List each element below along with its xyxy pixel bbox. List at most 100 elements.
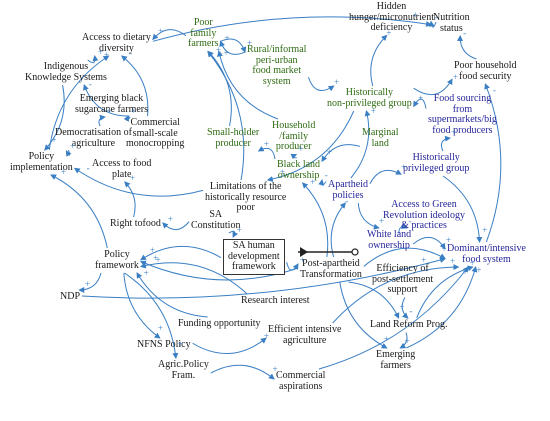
edge-limitations-to-poor_farmers: [207, 50, 245, 181]
edge-sign: +: [152, 253, 159, 264]
node-nfns: NFNS Policy: [137, 339, 191, 350]
edge-apartheid-to-hist_nonpriv: [350, 110, 371, 179]
edge-land_reform-to-dominant: [416, 265, 474, 319]
edge-sign: +: [451, 127, 457, 138]
edge-household-to-poor_farmers: [217, 50, 279, 120]
edge-nfns-to-efficient_ag: [192, 337, 267, 354]
edge-sign: -: [434, 12, 438, 23]
edge-iks-to-dietary: [87, 55, 99, 64]
edge-sign: +: [247, 38, 253, 49]
edge-sign: -: [86, 163, 90, 174]
node-right_food: Right tofood: [110, 218, 161, 229]
edge-policy_impl-to-dietary: [48, 55, 110, 151]
edge-post_apartheid-to-land_reform: [348, 281, 400, 319]
edge-smallholder-to-poor_farmers: [207, 50, 232, 127]
edge-sign: +: [469, 257, 475, 268]
edge-sign: +: [450, 256, 456, 267]
edge-sign: -: [345, 195, 349, 206]
edge-post_apartheid-to-dominant: [363, 247, 446, 267]
edge-sign: -: [492, 84, 496, 95]
edge-apartheid-to-black_land: [318, 179, 327, 186]
edge-sign: +: [167, 214, 173, 225]
edge-supermarket-to-hist_nonpriv: [413, 98, 427, 109]
edge-commercial_asp-to-dominant: [318, 266, 469, 370]
edge-land_reform-to-emerging_farmers: [399, 332, 408, 349]
edge-dominant-to-poor_food_sec: [484, 83, 502, 243]
edge-hist_priv-to-supermarket: [440, 135, 451, 152]
edge-hist_nonpriv-to-poor_food_sec: [413, 78, 453, 96]
edge-sign: +: [421, 255, 427, 266]
edge-efficient_ag-to-dominant: [332, 264, 460, 324]
edge-sign: +: [106, 106, 112, 117]
edge-sign: +: [378, 216, 384, 227]
edge-post_apartheid-to-emerging_farmers: [339, 281, 388, 349]
edge-right_food-to-access_plate: [124, 181, 136, 218]
edge-white_land-to-dominant: [412, 236, 446, 250]
edge-sign: +: [149, 244, 155, 255]
edge-hist_nonpriv-to-limitations: [266, 110, 355, 182]
edge-sign: +: [476, 264, 482, 275]
edge-sign: +: [60, 167, 66, 178]
edge-sa_const-to-sa_hdf: [228, 230, 238, 238]
edge-sign: +: [482, 224, 488, 235]
edge-research-to-policy_fw: [139, 262, 248, 295]
edge-sign: +: [452, 72, 458, 83]
edge-ndp-to-dominant: [81, 257, 446, 299]
edge-sign: +: [236, 224, 242, 235]
edge-sign: +: [370, 105, 376, 116]
edge-sign: +: [155, 255, 161, 266]
edge-sign: +: [445, 234, 452, 245]
edge-sign: -: [408, 216, 412, 227]
edge-apartheid-to-white_land: [357, 202, 380, 230]
edge-policy_fw-to-ndp: [78, 272, 102, 293]
edge-sign: +: [143, 268, 149, 279]
edge-rural_market-to-hist_nonpriv: [307, 76, 335, 92]
edge-commercial_mono-to-dietary: [121, 55, 149, 117]
edge-sign: -: [88, 78, 92, 89]
edge-sign: +: [97, 46, 104, 57]
edge-sign: +: [462, 267, 468, 278]
edge-poor_farmers-to-dietary: [152, 29, 187, 41]
edge-sign: +: [217, 49, 223, 59]
edge-black_sugar-to-commercial_mono: [123, 115, 131, 122]
edge-rural_market-to-poor_farmers: [219, 40, 246, 55]
edge-policy_fw-to-agric_pol: [124, 272, 179, 359]
edge-sign: -: [324, 170, 328, 181]
edge-efficiency-to-land_reform: [401, 297, 409, 319]
edge-sign: +: [412, 10, 418, 21]
edge-sign: +: [327, 146, 333, 157]
edge-black_land-to-household: [290, 153, 298, 160]
edge-marginal-to-black_land: [321, 144, 361, 163]
edge-sign: +: [223, 48, 229, 58]
edge-sign: +: [263, 331, 269, 342]
edge-sign: +: [386, 27, 392, 38]
edge-sign: +: [129, 173, 136, 184]
